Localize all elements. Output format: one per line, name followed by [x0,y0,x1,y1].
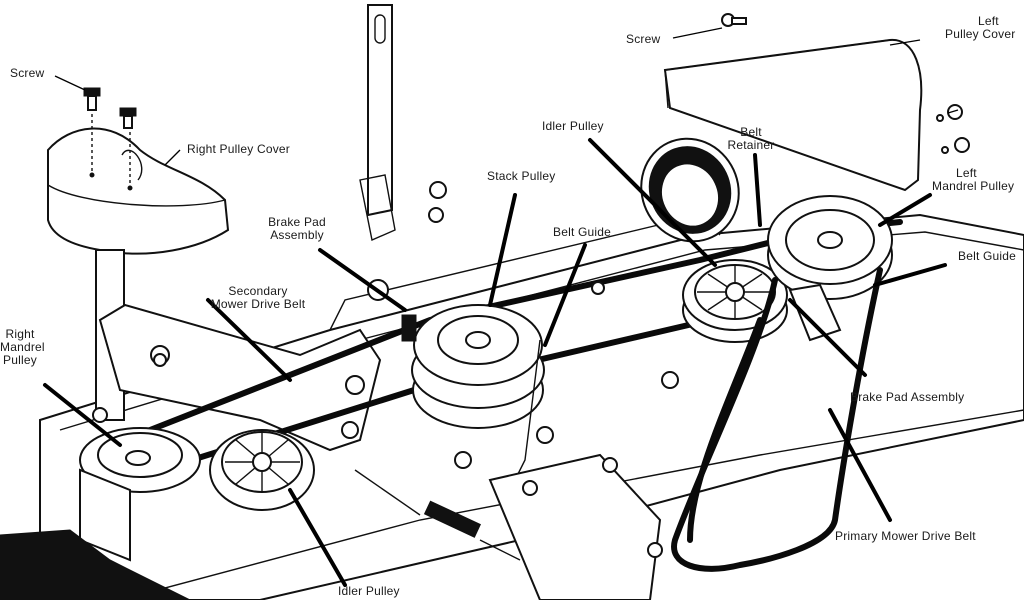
label-belt-retainer-line2: Retainer [727,138,775,152]
label-right-pulley-cover: Right Pulley Cover [187,142,290,156]
brake-arm-bracket [98,303,382,452]
label-right-mandrel-pulley-line3: Pulley [3,353,37,367]
right-lower-bracket [488,453,663,600]
primary-belt-path [671,267,883,572]
vertical-bracket [359,4,396,241]
stack-pulley [411,304,545,429]
label-screw-top-left: Screw [10,66,45,80]
right-pulley-cover [47,108,230,255]
leader-lines-thin [54,27,959,166]
label-belt-guide-right: Belt Guide [958,250,1017,263]
label-left-pulley-cover: Left Pulley Cover [945,15,1024,41]
label-left-mandrel-line1: Left [956,167,977,180]
label-brake-pad-line2: Assembly [270,228,324,242]
label-brake-pad-line1: Brake Pad [268,215,326,229]
screws-top-right [721,13,970,154]
label-stack-pulley: Stack Pulley [487,169,556,183]
label-right-mandrel-pulley: Right Mandrel Pulley [0,327,45,367]
label-secondary-mower-drive-belt: Secondary Mower Drive Belt [188,285,328,311]
label-idler-pulley-top: Idler Pulley [542,119,604,133]
label-brake-pad-assembly-left: Brake Pad Assembly [252,216,342,242]
screws-top-left [83,87,137,129]
left-mandrel-pulley [767,195,893,342]
label-right-mandrel-pulley-line1: Right [5,327,35,341]
label-left-pulley-cover-line2: Pulley Cover [945,27,1016,41]
primary-belt-inner [687,317,763,543]
upper-idler-pulley [682,259,788,343]
label-left-pulley-cover-line1: Left [978,15,999,28]
tension-spring [354,469,521,561]
left-pulley-cover [663,38,923,192]
label-belt-guide-center: Belt Guide [553,225,612,239]
label-right-mandrel-pulley-line2: Mandrel [0,340,45,354]
label-secondary-line2: Mower Drive Belt [210,297,306,311]
label-idler-pulley-bottom: Idler Pulley [338,584,400,598]
label-secondary-line1: Secondary [228,284,288,298]
brake-pad-block-left [401,314,417,342]
label-primary-mower-drive-belt: Primary Mower Drive Belt [835,530,976,543]
label-left-mandrel-line2: Mandrel Pulley [932,179,1015,193]
leader-lines [43,138,947,587]
label-belt-retainer-line1: Belt [740,125,762,139]
label-left-mandrel-pulley: Left Mandrel Pulley [932,167,1024,193]
deck-shadow [0,529,191,600]
label-belt-retainer: Belt Retainer [716,126,786,152]
label-screw-top-right: Screw [626,32,661,46]
label-brake-pad-assembly-right: Brake Pad Assembly [850,390,965,404]
lower-idler-pulley [209,429,315,511]
